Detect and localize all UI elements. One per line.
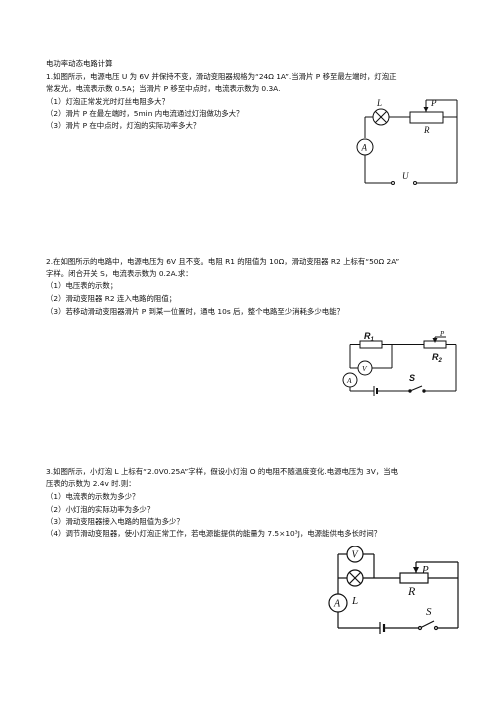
lamp-label: L	[376, 98, 382, 108]
q3-line: （3）滑动变阻器接入电路的阻值为多少？	[46, 517, 184, 526]
ammeter-label: A	[333, 599, 341, 610]
slider-label: P	[439, 330, 445, 338]
switch-symbol	[419, 620, 435, 629]
circuit-figure-1: L P R A U	[356, 98, 458, 185]
doc-title: 电功率动态电路计算	[46, 59, 113, 68]
q1-line: （1）灯泡正常发光时灯丝电阻多大？	[46, 97, 169, 106]
q3-line: 压表的示数为 2.4v 时.则：	[46, 479, 136, 488]
ammeter-label: A	[361, 143, 368, 153]
lamp-label: L	[351, 595, 358, 607]
circuit-figure-2: R1 P R2 V A S	[342, 330, 457, 396]
voltmeter-label: V	[352, 550, 360, 561]
voltmeter-label: V	[362, 364, 368, 373]
switch-label: S	[426, 606, 432, 618]
q2-line: （1）电压表的示数；	[46, 281, 118, 290]
q3-line: （1）电流表的示数为多少？	[46, 492, 140, 501]
lamp-symbol	[372, 108, 390, 126]
q2-line: （2）滑动变阻器 R2 连入电路的阻值；	[46, 294, 177, 303]
q3-line: （2）小灯泡的实际功率为多少？	[46, 505, 155, 514]
q1-line: 1.如图所示，电源电压 U 为 6V 并保持不变，滑动变阻器规格为“24Ω 1A…	[46, 72, 397, 81]
rheostat-label: R	[407, 584, 416, 598]
circuit-figure-3: V R P A L S	[328, 546, 459, 634]
voltage-label: U	[402, 171, 409, 181]
q2-line: （3）若移动滑动变阻器滑片 P 到某一位置时，通电 10s 后，整个电路至少消耗…	[46, 307, 344, 316]
q2-line: 2.在如图所示的电路中，电源电压为 6V 且不变。电阻 R1 的阻值为 10Ω，…	[46, 257, 400, 266]
r2-label: R2	[432, 352, 443, 364]
q2-line: 字样。闭合开关 S，电流表示数为 0.2A.求：	[46, 269, 193, 278]
r1-label: R1	[364, 331, 375, 343]
switch-label: S	[409, 373, 415, 383]
slider-label: P	[430, 98, 437, 108]
q1-line: （3）滑片 P 在中点时，灯泡的实际功率多大？	[46, 121, 201, 130]
q1-line: 常发光，电流表示数 0.5A；当滑片 P 移至中点时，电流表示数为 0.3A.	[46, 84, 281, 93]
switch-symbol	[409, 385, 423, 392]
q1-line: （2）滑片 P 在最左端时，5min 内电流通过灯泡做功多大？	[46, 109, 244, 118]
q3-line: （4）调节滑动变阻器，使小灯泡正常工作，若电源能提供的能量为 7.5×10³J，…	[46, 529, 382, 538]
ammeter-label: A	[346, 376, 352, 385]
rheostat-symbol	[409, 111, 444, 124]
q3-line: 3.如图所示，小灯泡 L 上标有“2.0V0.25A”字样，假设小灯泡 O 的电…	[46, 467, 398, 476]
rheostat-label: R	[423, 125, 430, 135]
slider-label: P	[421, 564, 429, 576]
